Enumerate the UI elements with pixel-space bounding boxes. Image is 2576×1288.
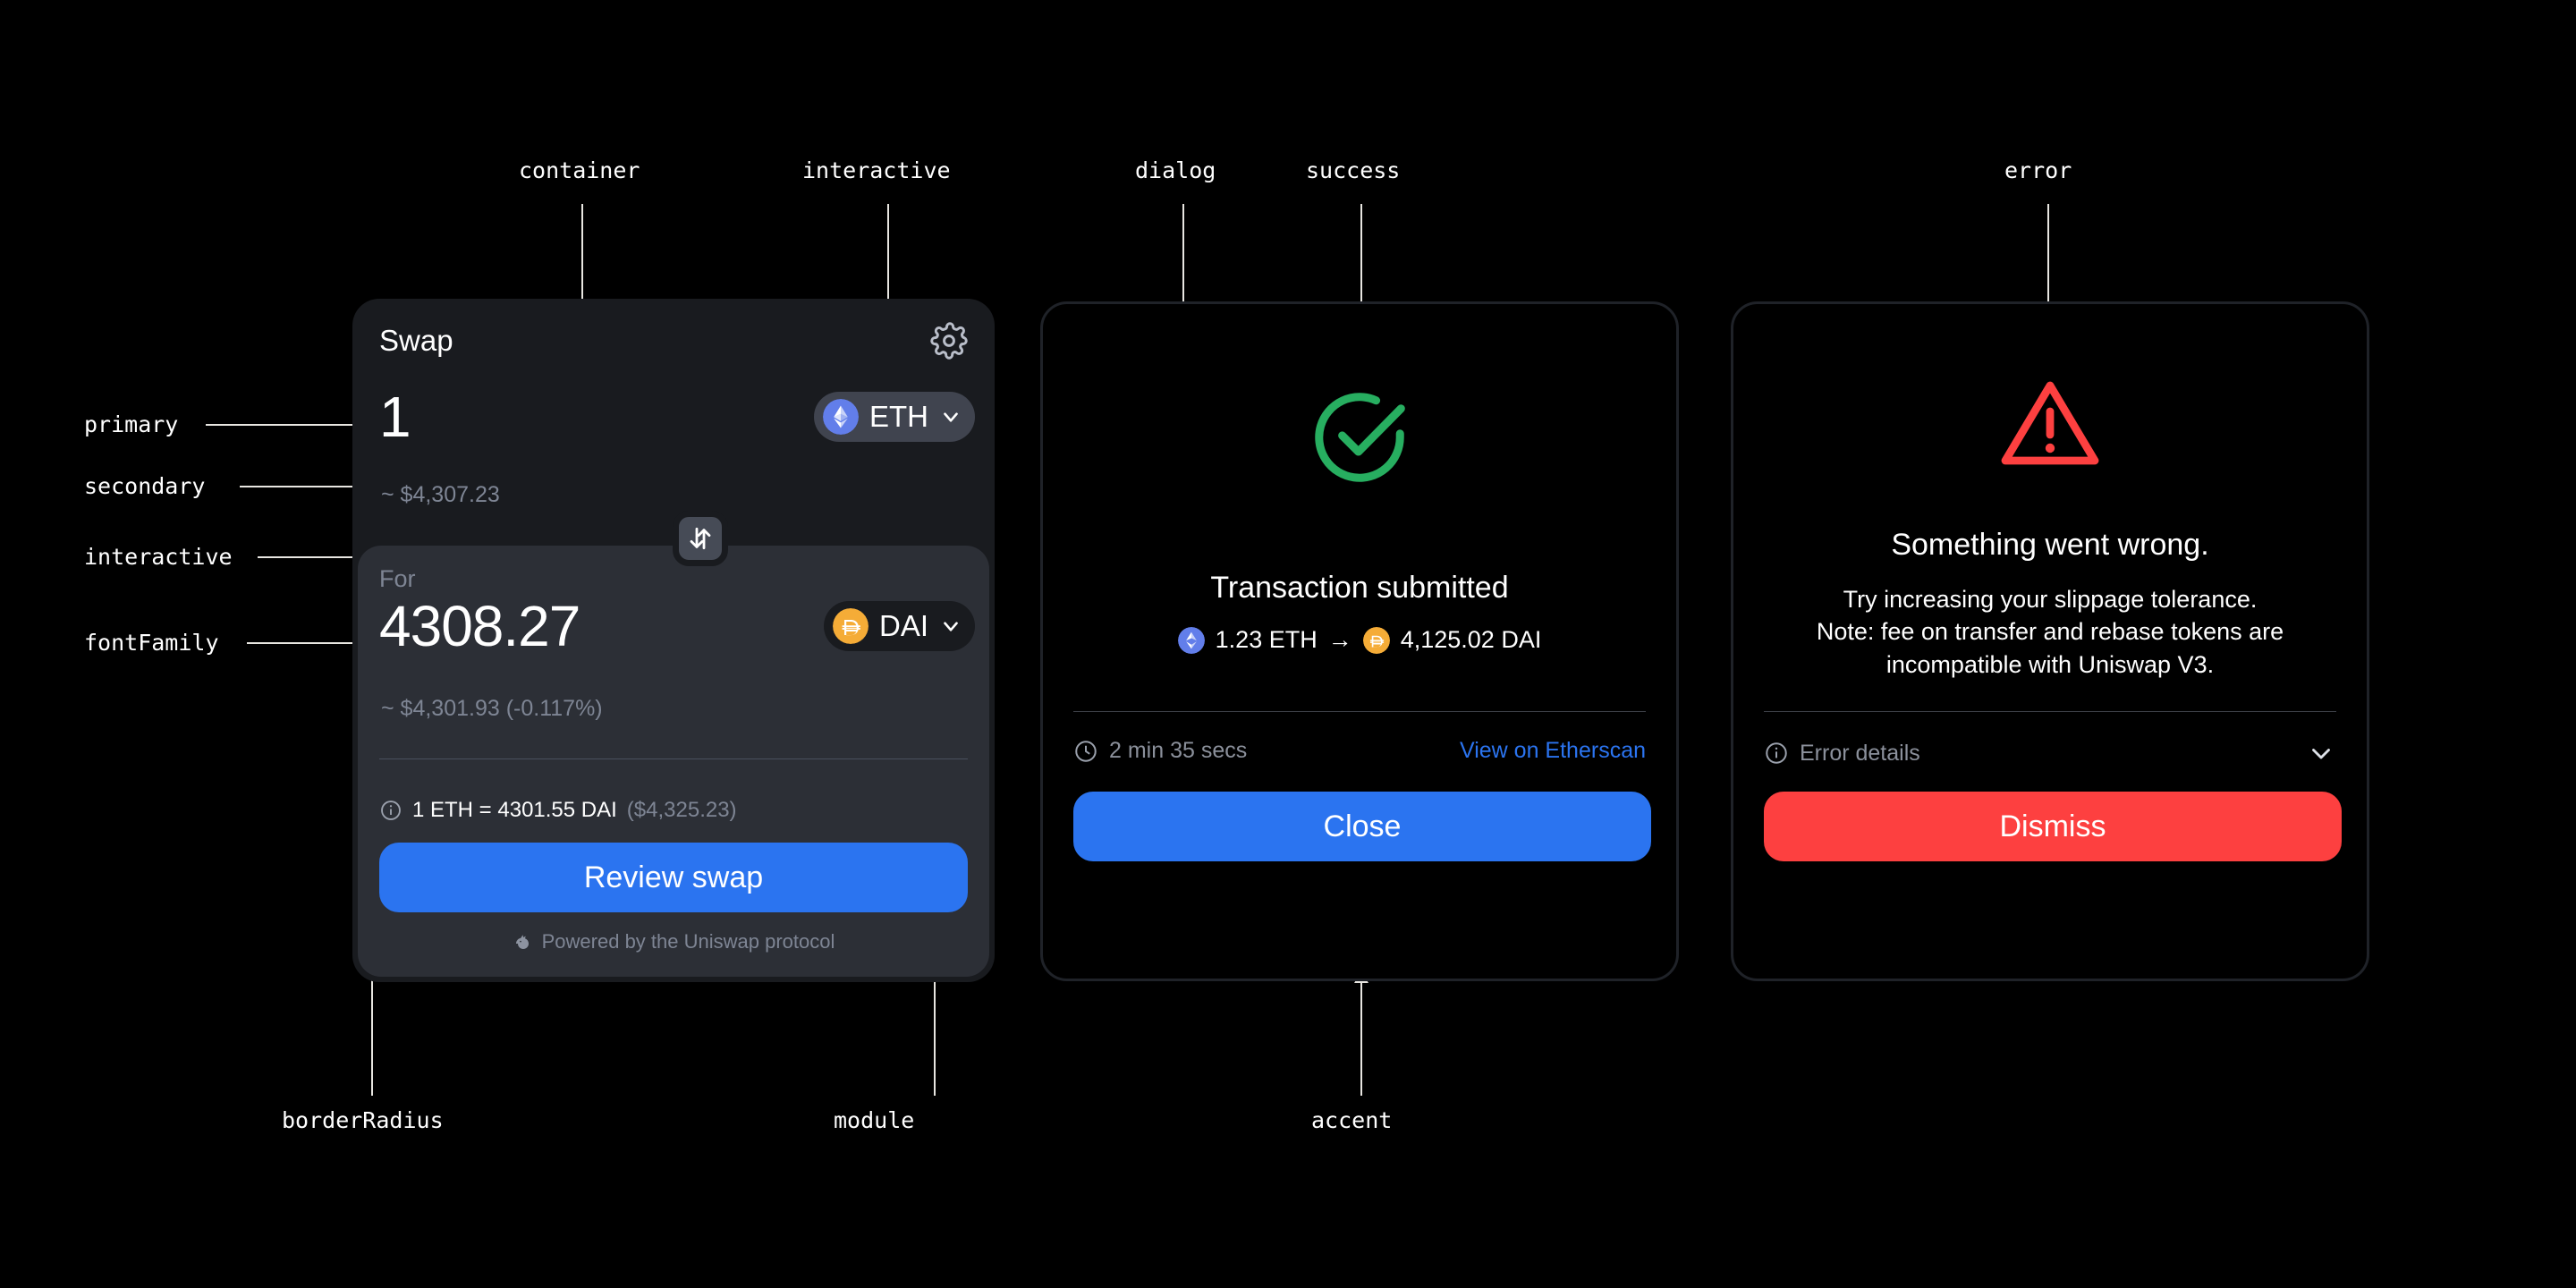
- sell-usd-value: ~ $4,307.23: [381, 482, 500, 507]
- review-swap-button[interactable]: Review swap: [379, 843, 968, 912]
- error-icon-wrap: [1733, 376, 2367, 472]
- buy-label: For: [379, 565, 416, 592]
- dialog-headline: Transaction submitted: [1210, 571, 1509, 605]
- ethereum-icon: [823, 399, 859, 435]
- error-dialog: Something went wrong. Try increasing you…: [1731, 301, 2369, 981]
- summary-from-amount: 1.23 ETH: [1215, 626, 1318, 653]
- leader-line-accent: [1360, 979, 1362, 1096]
- leader-line-interactive-top: [887, 204, 889, 378]
- buy-token-label: DAI: [878, 609, 928, 642]
- error-details-label: Error details: [1800, 740, 1920, 766]
- leader-line-secondary: [240, 486, 370, 487]
- annotation-secondary: secondary: [84, 473, 206, 499]
- exchange-rate-usd: ($4,325.23): [626, 798, 737, 822]
- sell-token-label: ETH: [869, 400, 928, 433]
- summary-to-amount: 4,125.02 DAI: [1400, 626, 1542, 653]
- gear-icon[interactable]: [930, 322, 968, 360]
- arrow-right-icon: →: [1327, 626, 1352, 653]
- buy-token-selector[interactable]: DAI: [823, 601, 975, 651]
- annotation-dialog: dialog: [1135, 157, 1216, 183]
- annotation-container: container: [519, 157, 640, 183]
- success-icon-wrap: [1043, 386, 1676, 487]
- info-icon: [381, 801, 401, 820]
- check-circle-icon: [1315, 393, 1405, 482]
- leader-line-fontfamily: [247, 642, 377, 644]
- view-on-etherscan-link[interactable]: View on Etherscan: [1460, 738, 1646, 763]
- close-button[interactable]: Close: [1073, 792, 1651, 861]
- annotation-accent: accent: [1311, 1107, 1393, 1133]
- powered-by-text: Powered by the Uniswap protocol: [541, 930, 835, 953]
- leader-line-borderradius: [371, 970, 373, 1096]
- chevron-down-icon[interactable]: [2306, 738, 2336, 768]
- ethereum-icon: [1177, 626, 1205, 654]
- annotation-success: success: [1306, 157, 1401, 183]
- swap-header: Swap: [379, 322, 968, 360]
- dai-icon: [832, 608, 869, 644]
- error-headline: Something went wrong.: [1891, 528, 2209, 562]
- annotation-interactive-top: interactive: [802, 157, 951, 183]
- error-divider: [1764, 711, 2336, 712]
- sell-row: 1 ETH: [379, 388, 975, 445]
- annotation-fontfamily: fontFamily: [84, 630, 219, 656]
- annotation-interactive-left: interactive: [84, 544, 233, 570]
- dai-icon: [1362, 626, 1390, 654]
- exchange-rate-row[interactable]: 1 ETH = 4301.55 DAI ($4,325.23): [379, 798, 737, 823]
- error-details-row[interactable]: Error details: [1764, 738, 2336, 768]
- exchange-rate-text: 1 ETH = 4301.55 DAI: [412, 798, 617, 822]
- annotation-error: error: [2004, 157, 2072, 183]
- warning-triangle-icon: [2001, 381, 2099, 465]
- buy-amount-input[interactable]: 4308.27: [379, 594, 580, 658]
- chevron-down-icon: [944, 622, 958, 631]
- buy-row: 4308.27 DAI: [379, 597, 975, 655]
- error-body-text: Try increasing your slippage tolerance.N…: [1816, 586, 2284, 678]
- elapsed-time: 2 min 35 secs: [1073, 738, 1247, 764]
- page-title: Swap: [379, 324, 453, 357]
- dialog-footer-row: 2 min 35 secs View on Etherscan: [1073, 738, 1646, 764]
- elapsed-time-text: 2 min 35 secs: [1109, 738, 1248, 763]
- annotation-primary: primary: [84, 411, 179, 437]
- leader-line-container: [581, 204, 583, 360]
- transaction-submitted-dialog: Transaction submitted 1.23 ETH → 4,125.0…: [1040, 301, 1679, 981]
- buy-usd-value: ~ $4,301.93 (-0.117%): [381, 696, 603, 721]
- error-details-label-group: Error details: [1764, 741, 1920, 767]
- clock-icon: [1075, 740, 1097, 762]
- annotation-module: module: [834, 1107, 915, 1133]
- buy-module: For 4308.27 DAI ~ $4,301.93 (-0.117%): [358, 546, 989, 977]
- powered-by-footer: Powered by the Uniswap protocol: [358, 930, 989, 953]
- module-divider: [379, 758, 968, 759]
- sell-token-selector[interactable]: ETH: [814, 392, 975, 442]
- info-icon: [1766, 742, 1787, 764]
- leader-line-primary: [206, 424, 369, 426]
- swap-direction-icon[interactable]: [673, 511, 728, 566]
- annotation-borderradius: borderRadius: [282, 1107, 444, 1133]
- sell-amount-input[interactable]: 1: [379, 385, 411, 449]
- dialog-divider: [1073, 711, 1646, 712]
- swap-summary: 1.23 ETH → 4,125.02 DAI: [1043, 626, 1676, 654]
- leader-line-dialog: [1182, 204, 1184, 338]
- chevron-down-icon: [944, 412, 958, 422]
- unicorn-icon: [515, 935, 529, 949]
- dismiss-button[interactable]: Dismiss: [1764, 792, 2342, 861]
- swap-card: Swap 1 ETH: [352, 299, 995, 982]
